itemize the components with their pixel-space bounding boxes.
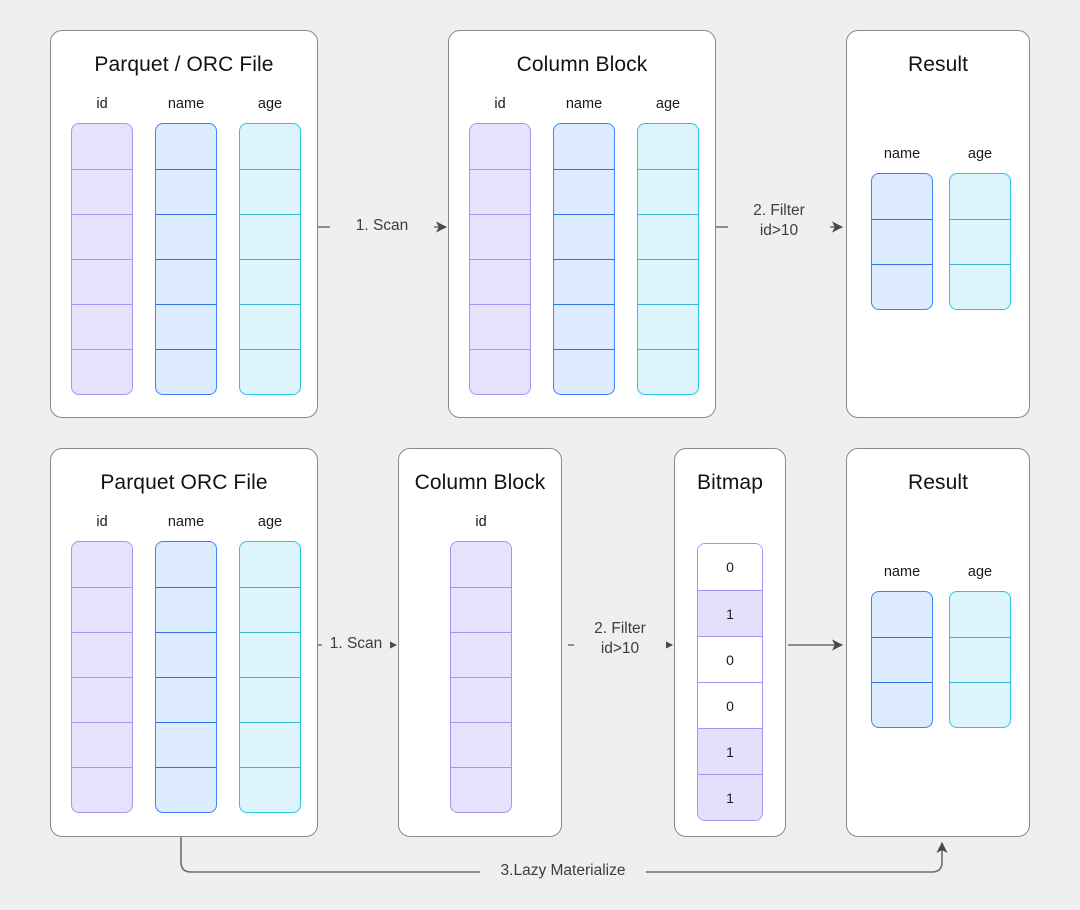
column-group-column-block-bottom: id bbox=[450, 515, 512, 813]
column-label: name bbox=[167, 514, 205, 530]
bitmap-group: 0 1 0 0 1 1 bbox=[697, 543, 763, 821]
bitmap-cell[interactable]: 1 bbox=[698, 774, 762, 820]
column-age: age bbox=[239, 97, 301, 395]
panel-title-result-bottom: Result bbox=[907, 471, 969, 494]
column-cells[interactable] bbox=[949, 172, 1011, 310]
column-label: id bbox=[494, 96, 506, 112]
column-cells[interactable] bbox=[71, 122, 133, 395]
edge-label-line1: 1. Scan bbox=[329, 635, 383, 652]
bitmap-cell[interactable]: 0 bbox=[698, 682, 762, 728]
panel-title-source-top: Parquet / ORC File bbox=[94, 53, 274, 76]
panel-source-top: Parquet / ORC File id name age bbox=[50, 30, 318, 418]
column-cells[interactable] bbox=[871, 590, 933, 728]
bitmap-cell[interactable]: 1 bbox=[698, 728, 762, 774]
column-group-source-bottom: id name age bbox=[71, 515, 301, 813]
panel-result-top: Result name age bbox=[846, 30, 1030, 418]
column-name: name bbox=[871, 565, 933, 728]
column-cells[interactable] bbox=[71, 540, 133, 813]
column-name: name bbox=[155, 97, 217, 395]
column-name: name bbox=[871, 147, 933, 310]
column-id: id bbox=[71, 97, 133, 395]
column-label: id bbox=[475, 514, 487, 530]
column-name: name bbox=[553, 97, 615, 395]
panel-title-source-bottom: Parquet ORC File bbox=[100, 471, 268, 494]
panel-result-bottom: Result name age bbox=[846, 448, 1030, 837]
column-cells[interactable] bbox=[155, 540, 217, 813]
column-cells[interactable] bbox=[239, 122, 301, 395]
column-id: id bbox=[450, 515, 512, 813]
edge-label-lazy-materialize: 3.Lazy Materialize bbox=[480, 861, 646, 881]
panel-bitmap: Bitmap 0 1 0 0 1 1 bbox=[674, 448, 786, 837]
column-age: age bbox=[239, 515, 301, 813]
column-age: age bbox=[637, 97, 699, 395]
column-cells[interactable] bbox=[155, 122, 217, 395]
edge-label-line2: id>10 bbox=[574, 638, 666, 659]
column-cells[interactable] bbox=[469, 122, 531, 395]
column-group-column-block-top: id name age bbox=[469, 97, 699, 395]
column-name: name bbox=[155, 515, 217, 813]
edge-label-line2: id>10 bbox=[728, 220, 830, 241]
edge-label-scan-top: 1. Scan bbox=[330, 216, 434, 236]
column-group-source-top: id name age bbox=[71, 97, 301, 395]
column-label: age bbox=[967, 564, 993, 580]
column-cells[interactable] bbox=[949, 590, 1011, 728]
column-label: name bbox=[565, 96, 603, 112]
edge-label-line1: 3.Lazy Materialize bbox=[500, 862, 626, 879]
column-label: name bbox=[883, 146, 921, 162]
panel-title-column-block-bottom: Column Block bbox=[414, 471, 546, 494]
column-cells[interactable] bbox=[871, 172, 933, 310]
edge-label-filter-top: 2. Filter id>10 bbox=[728, 201, 830, 241]
bitmap-cells[interactable]: 0 1 0 0 1 1 bbox=[697, 543, 763, 821]
column-cells[interactable] bbox=[637, 122, 699, 395]
column-cells[interactable] bbox=[553, 122, 615, 395]
edge-label-scan-bottom: 1. Scan bbox=[322, 634, 390, 654]
bitmap-column: 0 1 0 0 1 1 bbox=[697, 543, 763, 821]
panel-title-column-block-top: Column Block bbox=[516, 53, 648, 76]
panel-title-result-top: Result bbox=[907, 53, 969, 76]
column-label: age bbox=[967, 146, 993, 162]
column-age: age bbox=[949, 565, 1011, 728]
panel-source-bottom: Parquet ORC File id name age bbox=[50, 448, 318, 837]
panel-title-bitmap: Bitmap bbox=[697, 471, 763, 494]
column-id: id bbox=[469, 97, 531, 395]
column-label: name bbox=[883, 564, 921, 580]
column-label: age bbox=[655, 96, 681, 112]
column-label: name bbox=[167, 96, 205, 112]
column-label: age bbox=[257, 514, 283, 530]
column-age: age bbox=[949, 147, 1011, 310]
edge-label-line1: 2. Filter bbox=[574, 619, 666, 639]
column-group-result-bottom: name age bbox=[871, 565, 1011, 728]
edge-label-line1: 2. Filter bbox=[728, 201, 830, 221]
column-group-result-top: name age bbox=[871, 147, 1011, 310]
bitmap-cell[interactable]: 0 bbox=[698, 636, 762, 682]
edge-label-filter-bottom: 2. Filter id>10 bbox=[574, 619, 666, 659]
panel-column-block-top: Column Block id name age bbox=[448, 30, 716, 418]
column-id: id bbox=[71, 515, 133, 813]
edge-label-line1: 1. Scan bbox=[355, 217, 409, 234]
panel-column-block-bottom: Column Block id bbox=[398, 448, 562, 837]
column-label: id bbox=[96, 514, 108, 530]
column-label: id bbox=[96, 96, 108, 112]
bitmap-cell[interactable]: 0 bbox=[698, 544, 762, 590]
column-cells[interactable] bbox=[239, 540, 301, 813]
column-label: age bbox=[257, 96, 283, 112]
bitmap-cell[interactable]: 1 bbox=[698, 590, 762, 636]
column-cells[interactable] bbox=[450, 540, 512, 813]
